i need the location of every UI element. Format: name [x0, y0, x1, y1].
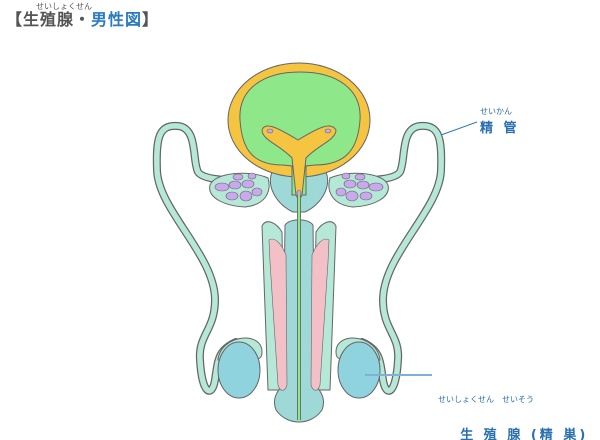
title-part-male: 男性図: [91, 10, 143, 29]
bladder: [227, 62, 371, 200]
vas-deferens-right: [332, 121, 446, 395]
page-title: 【生殖腺・男性図】: [6, 6, 159, 30]
seminal-vesicle-left: [209, 172, 270, 208]
penis: [261, 195, 337, 423]
title-bracket-open: 【: [6, 10, 24, 29]
label-vas-deferens-text: 精 管: [480, 121, 520, 136]
seminal-vesicle-right: [328, 172, 389, 208]
label-vas-deferens-ruby: せいかん: [480, 107, 512, 116]
label-testis-text: 生 殖 腺 (精 巣): [460, 428, 589, 440]
label-vas-deferens: せいかん 精 管: [480, 106, 520, 136]
testis-left: [217, 337, 263, 399]
vas-deferens-left: [152, 121, 266, 395]
label-testis: せいしょくせん せいそう 生 殖 腺 (精 巣): [438, 356, 588, 440]
title-part-gonad: 生殖腺・: [23, 10, 92, 29]
testis-right: [335, 337, 381, 399]
label-testis-ruby: せいしょくせん せいそう: [438, 395, 534, 404]
title-ruby: せいしょくせん: [36, 2, 92, 11]
title-bracket-close: 】: [142, 10, 160, 29]
vas-deferens-leader-line: [440, 121, 478, 136]
